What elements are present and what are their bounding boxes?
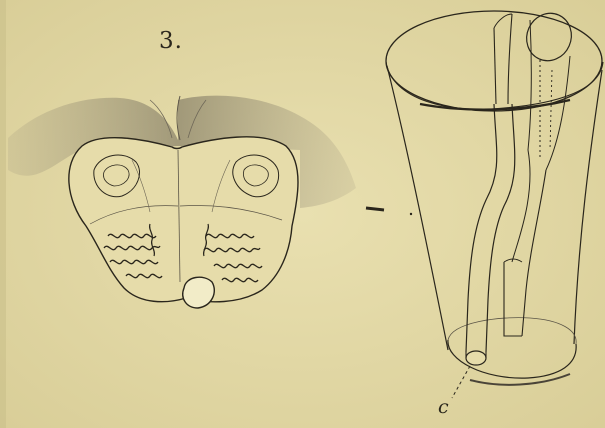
label-c: c: [438, 396, 449, 418]
separator-dash: [366, 208, 384, 210]
bottom-tube-opening: [466, 351, 486, 365]
figure-number: 3.: [159, 28, 183, 54]
ink-speck: [410, 213, 412, 215]
plate-edge: [0, 0, 6, 428]
